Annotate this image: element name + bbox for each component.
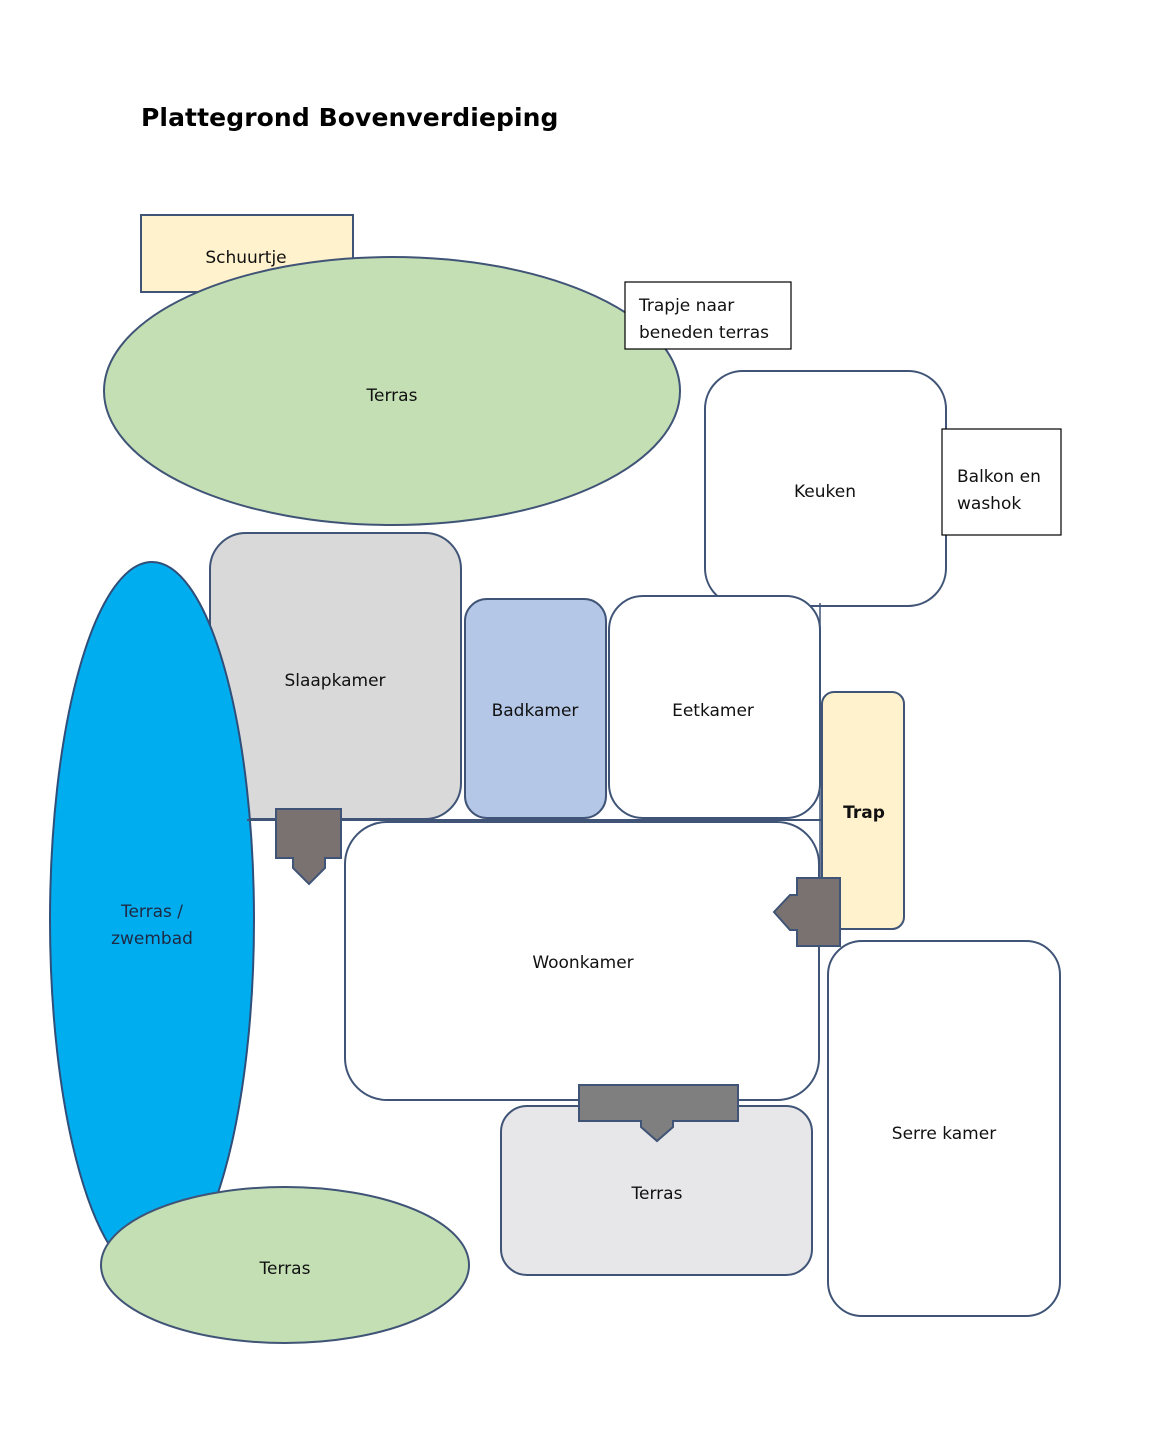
arrow-left-icon <box>772 877 841 947</box>
page-title: Plattegrond Bovenverdieping <box>141 103 559 132</box>
room-trap[interactable]: Trap <box>821 691 905 930</box>
arrow-slaapkamer-to-hallway <box>275 808 342 886</box>
arrow-down-icon <box>578 1084 739 1143</box>
room-label-pool-line1: Terras / <box>120 902 183 922</box>
room-trapje[interactable]: Trapje naar beneden terras <box>624 281 792 350</box>
arrow-woonkamer-to-terras <box>578 1084 739 1143</box>
room-label-terras-bottom-middle: Terras <box>631 1184 683 1204</box>
room-eetkamer[interactable]: Eetkamer <box>608 595 821 819</box>
room-badkamer[interactable]: Badkamer <box>464 598 607 819</box>
room-woonkamer[interactable]: Woonkamer <box>344 821 820 1101</box>
room-label-badkamer: Badkamer <box>492 701 579 721</box>
room-terras-bottom-left[interactable]: Terras <box>100 1186 470 1344</box>
room-label-trapje-line2: beneden terras <box>639 323 769 343</box>
arrow-trap-to-woonkamer <box>772 877 841 947</box>
room-label-terras-top: Terras <box>366 386 418 406</box>
room-label-slaapkamer: Slaapkamer <box>284 671 385 691</box>
room-serre-kamer[interactable]: Serre kamer <box>827 940 1061 1317</box>
room-label-balkon-line2: washok <box>957 494 1021 514</box>
room-label-terras-bottom-left: Terras <box>259 1259 311 1279</box>
room-label-woonkamer: Woonkamer <box>532 953 633 973</box>
room-label-schuurtje: Schuurtje <box>205 248 286 268</box>
room-terras-top[interactable]: Terras <box>103 256 681 526</box>
room-label-eetkamer: Eetkamer <box>672 701 754 721</box>
room-slaapkamer[interactable]: Slaapkamer <box>209 532 462 820</box>
room-label-trap: Trap <box>843 803 885 823</box>
room-label-trapje-line1: Trapje naar <box>638 296 734 316</box>
room-pool[interactable]: Terras / zwembad <box>49 561 255 1279</box>
arrow-down-icon <box>275 808 342 886</box>
room-label-balkon-line1: Balkon en <box>957 467 1041 487</box>
room-keuken[interactable]: Keuken <box>704 370 947 607</box>
room-label-serre-kamer: Serre kamer <box>892 1124 996 1144</box>
room-balkon[interactable]: Balkon en washok <box>941 428 1062 536</box>
room-label-keuken: Keuken <box>794 482 856 502</box>
room-label-pool-line2: zwembad <box>111 929 193 949</box>
